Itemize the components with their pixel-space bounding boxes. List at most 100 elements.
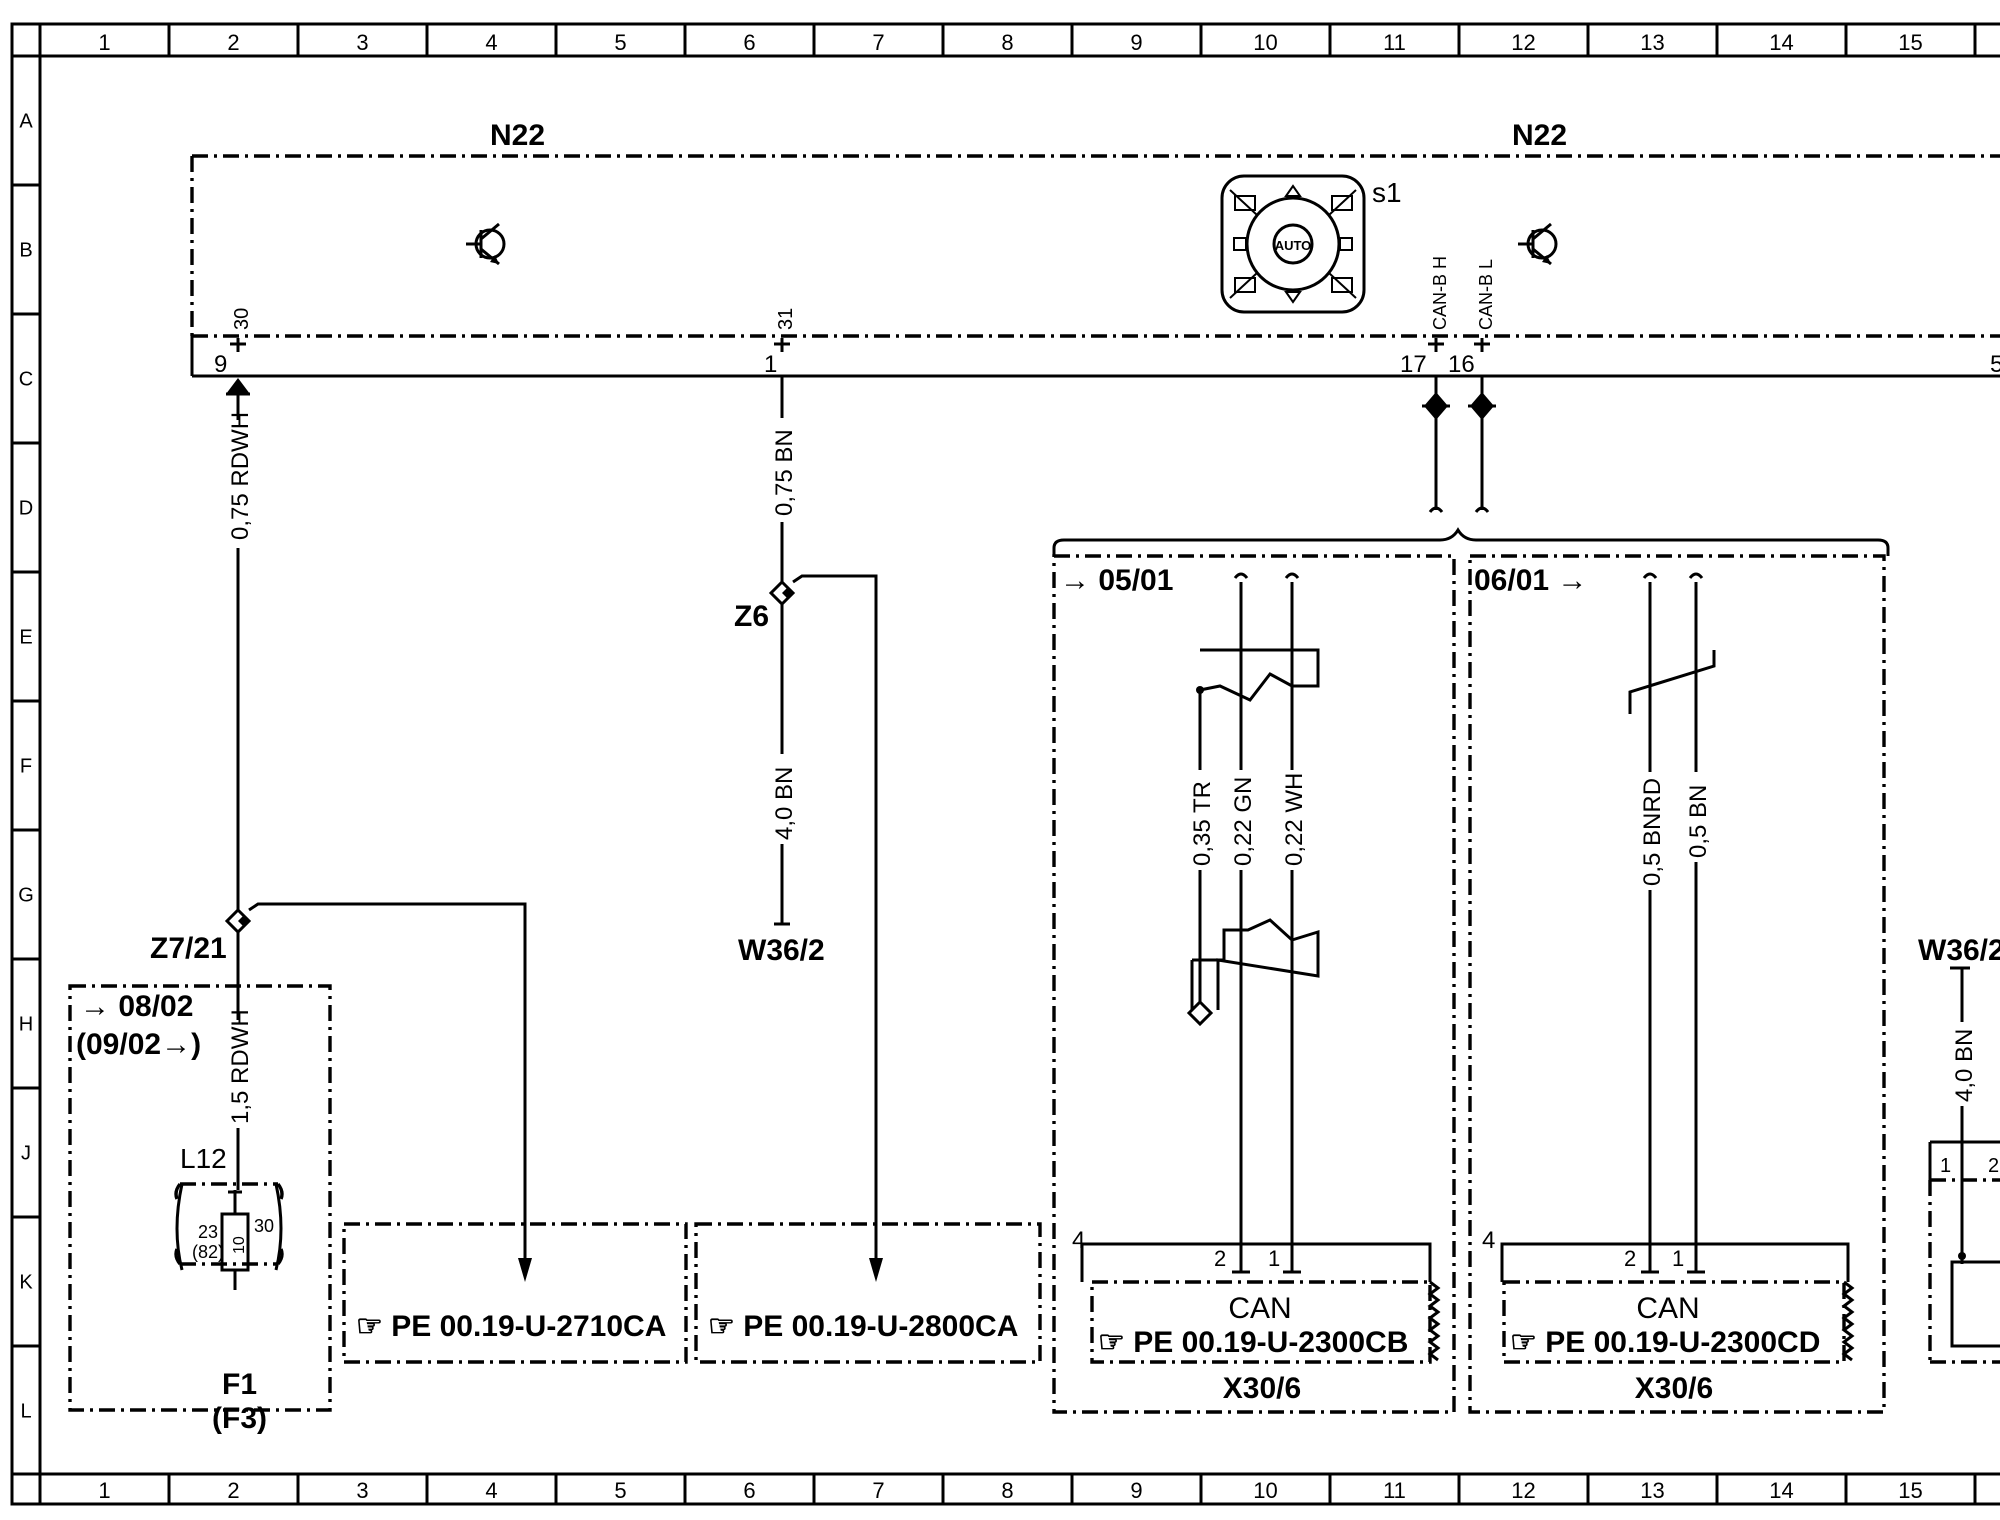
- column-label-3-bottom: 3: [356, 1478, 368, 1503]
- column-label-8-top: 8: [1001, 30, 1013, 55]
- svg-text:☞ PE 00.19-U-2300CD: ☞ PE 00.19-U-2300CD: [1510, 1326, 1820, 1359]
- pe-ref-2800ca: ☞ PE 00.19-U-2800CA: [694, 1222, 1042, 1364]
- connector-x30-6: X30/6: [1635, 1372, 1713, 1405]
- column-label-15-bottom: 15: [1898, 1478, 1922, 1503]
- column-label-12-bottom: 12: [1511, 1478, 1535, 1503]
- svg-text:06/01 →: 06/01 →: [1474, 564, 1587, 597]
- pin-2: 2: [1624, 1246, 1636, 1271]
- fuse-pin-30: 30: [254, 1216, 274, 1236]
- column-label-7-bottom: 7: [872, 1478, 884, 1503]
- column-label-5-bottom: 5: [614, 1478, 626, 1503]
- can-label: CAN: [1636, 1292, 1699, 1325]
- column-label-14-bottom: 14: [1769, 1478, 1793, 1503]
- ref-06-01: 06/01: [1474, 564, 1549, 597]
- svg-text:☞ PE 00.19-U-2800CA: ☞ PE 00.19-U-2800CA: [708, 1310, 1018, 1343]
- pin-2: 2: [1214, 1246, 1226, 1271]
- column-label-9-top: 9: [1130, 30, 1142, 55]
- pin-can-b-h: CAN-B H: [1430, 256, 1450, 330]
- column-label-4-bottom: 4: [485, 1478, 497, 1503]
- wire-4-0-bn: 4,0 BN: [771, 767, 798, 840]
- wire-0-5-bnrd: 0,5 BNRD: [1639, 778, 1666, 886]
- ref-09-02: (09/02: [76, 1028, 161, 1061]
- row-label-B: B: [19, 240, 32, 262]
- ref-08-02: 08/02: [118, 990, 193, 1023]
- fuse-pin-82: (82): [192, 1242, 224, 1262]
- column-label-11-bottom: 11: [1383, 1478, 1406, 1503]
- wire-0-5-bn: 0,5 BN: [1685, 785, 1712, 858]
- wire-0-22-wh: 0,22 WH: [1281, 773, 1308, 866]
- fuse-name-f1: F1: [222, 1368, 257, 1401]
- wire-0-75-rdwh: 0,75 RDWH: [227, 412, 254, 540]
- ground-w36-2: W36/2: [738, 934, 825, 967]
- svg-text:→ 05/01: → 05/01: [1060, 564, 1173, 597]
- can-box-06-01: 06/01 → 0,5 BNRD 0,5 BN 4 2 1 CAN ☞ PE 0…: [1468, 554, 1886, 1414]
- transistor-icon: [1516, 222, 1558, 266]
- svg-text:☞ PE 00.19-U-2300CB: ☞ PE 00.19-U-2300CB: [1098, 1326, 1408, 1359]
- svg-text:☞ PE 00.19-U-2710CA: ☞ PE 00.19-U-2710CA: [356, 1310, 666, 1343]
- column-label-15-top: 15: [1898, 30, 1922, 55]
- can-box-05-01: → 05/01 0,35 TR 0,22 GN 0,22 WH 4 2 1 CA…: [1052, 554, 1456, 1414]
- column-label-3-top: 3: [356, 30, 368, 55]
- row-label-L: L: [20, 1401, 31, 1423]
- pin-31: 31: [775, 308, 797, 330]
- column-label-13-bottom: 13: [1640, 1478, 1664, 1503]
- row-label-F: F: [20, 756, 32, 778]
- row-label-H: H: [19, 1014, 33, 1036]
- svg-text:→ 08/02: → 08/02: [80, 990, 193, 1023]
- column-label-1-top: 1: [98, 30, 110, 55]
- splice-z6: Z6: [734, 600, 769, 633]
- pin-4: 4: [1072, 1227, 1085, 1254]
- column-label-14-top: 14: [1769, 30, 1793, 55]
- column-labels: 1122334455667788991010111112121313141415…: [98, 30, 1922, 1503]
- row-label-C: C: [19, 369, 33, 391]
- splice-z7-21: Z7/21: [150, 932, 227, 965]
- pin-1: 1: [1672, 1246, 1684, 1271]
- column-label-2-bottom: 2: [227, 1478, 239, 1503]
- wire-1-5-rdwh: 1,5 RDWH: [227, 1009, 254, 1124]
- pin-1: 1: [1940, 1155, 1951, 1177]
- n22-module: N22 N22: [190, 119, 2000, 378]
- wire-0-75-bn: 0,75 BN: [771, 429, 798, 516]
- column-label-7-top: 7: [872, 30, 884, 55]
- row-label-J: J: [21, 1143, 31, 1165]
- fuse-pin-23: 23: [198, 1222, 218, 1242]
- wire-0-22-gn: 0,22 GN: [1230, 777, 1257, 866]
- fuse-box-f1: → 08/02 (09/02→) L12 10 23 (82) 30 F1 (F…: [68, 984, 332, 1435]
- row-label-K: K: [19, 1272, 33, 1294]
- row-label-D: D: [19, 498, 33, 520]
- circuit-pin31: 31 1 0,75 BN Z6 4,0 BN W36/2: [734, 308, 883, 1282]
- column-label-9-bottom: 9: [1130, 1478, 1142, 1503]
- column-label-4-top: 4: [485, 30, 497, 55]
- pin-2: 2: [1988, 1155, 1999, 1177]
- pin-1: 1: [764, 351, 777, 378]
- column-label-12-top: 12: [1511, 30, 1535, 55]
- connector-x30-6: X30/6: [1223, 1372, 1301, 1405]
- circuit-pin30: 30 9 0,75 RDWH Z7/21 1,5 RDWH: [150, 308, 532, 1282]
- pin-4: 4: [1482, 1227, 1495, 1254]
- pin-can-b-l: CAN-B L: [1476, 259, 1496, 330]
- border-frame: [10, 22, 2000, 1506]
- pe-ref-2300cd: PE 00.19-U-2300CD: [1545, 1326, 1820, 1359]
- ref-05-01: 05/01: [1098, 564, 1173, 597]
- fuse-pin-10: 10: [231, 1236, 248, 1254]
- column-label-10-bottom: 10: [1253, 1478, 1277, 1503]
- column-label-2-top: 2: [227, 30, 239, 55]
- wire-4-0-bn-right: 4,0 BN: [1951, 1029, 1978, 1102]
- auto-button-label: AUTO: [1275, 238, 1312, 253]
- pin-16: 16: [1448, 351, 1475, 378]
- column-label-8-bottom: 8: [1001, 1478, 1013, 1503]
- can-b-pins: CAN-B H 17 CAN-B L 16 5: [1052, 256, 2000, 556]
- row-label-A: A: [19, 111, 33, 133]
- pe-ref-2710ca: ☞ PE 00.19-U-2710CA: [342, 1222, 688, 1364]
- can-label: CAN: [1228, 1292, 1291, 1325]
- control-panel-s1: AUTO s1: [1220, 174, 1402, 314]
- pe-ref-2300cb: PE 00.19-U-2300CB: [1133, 1326, 1408, 1359]
- pin-5: 5: [1990, 351, 2000, 378]
- ground-w36-2-right-label: W36/2: [1918, 934, 2000, 967]
- pin-30: 30: [231, 308, 253, 330]
- grid-ticks: [12, 24, 1977, 1504]
- row-label-E: E: [19, 627, 32, 649]
- pin-9: 9: [214, 351, 227, 378]
